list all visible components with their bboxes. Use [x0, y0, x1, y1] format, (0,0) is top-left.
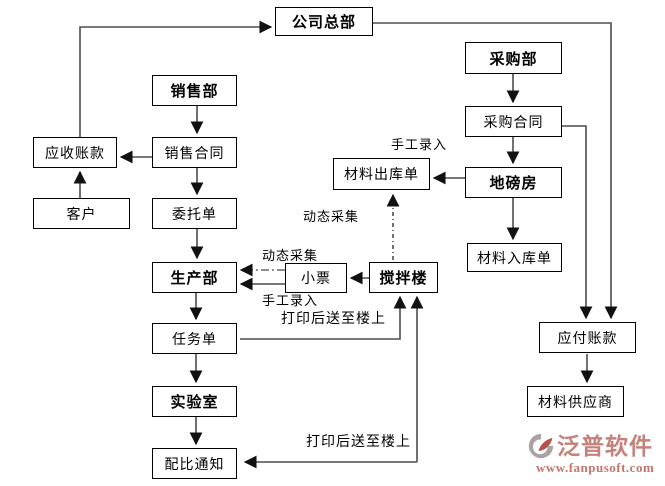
fanpu-logo-circle-icon — [528, 433, 554, 459]
node-material-inbound: 材料入库单 — [467, 243, 562, 272]
node-company-hq: 公司总部 — [275, 7, 373, 36]
label-print-send-upstairs-2: 打印后送至楼上 — [306, 433, 411, 449]
node-task-order: 任务单 — [152, 323, 237, 354]
node-purchasing-dept: 采购部 — [465, 42, 562, 74]
watermark: 泛普软件 www.fanpusoft.com — [528, 433, 654, 474]
label-manual-entry-left: 手工录入 — [262, 293, 319, 308]
arrow-hq-to-payable — [373, 22, 618, 320]
node-accounts-payable: 应付账款 — [539, 322, 636, 353]
node-sales-contract: 销售合同 — [152, 137, 237, 168]
node-laboratory: 实验室 — [152, 386, 237, 417]
node-accounts-receivable: 应收账款 — [33, 137, 117, 168]
node-receipt-ticket: 小票 — [285, 263, 347, 293]
arrow-receivable-to-hq — [79, 20, 273, 137]
node-material-supplier: 材料供应商 — [527, 386, 624, 417]
node-purchase-contract: 采购合同 — [465, 106, 562, 137]
node-sales-dept: 销售部 — [152, 75, 237, 106]
node-customer: 客户 — [33, 198, 130, 229]
label-dynamic-collect-left: 动态采集 — [262, 248, 319, 263]
node-mixing-building: 搅拌楼 — [369, 262, 438, 293]
node-weighbridge-room: 地磅房 — [465, 167, 562, 198]
watermark-brand-text: 泛普软件 — [557, 432, 653, 459]
node-entrust-order: 委托单 — [152, 198, 237, 229]
label-print-send-upstairs-1: 打印后送至楼上 — [281, 310, 386, 326]
label-manual-entry-right: 手工录入 — [391, 137, 448, 152]
label-dynamic-collect-right: 动态采集 — [303, 209, 360, 224]
node-production-dept: 生产部 — [152, 262, 237, 293]
arrow-task-to-mixing — [240, 295, 407, 340]
node-material-outbound: 材料出库单 — [333, 158, 430, 190]
arrow-purchasecontract-to-payable — [562, 125, 593, 320]
watermark-url-text: www.fanpusoft.com — [536, 460, 655, 475]
node-ratio-notice: 配比通知 — [152, 448, 237, 479]
